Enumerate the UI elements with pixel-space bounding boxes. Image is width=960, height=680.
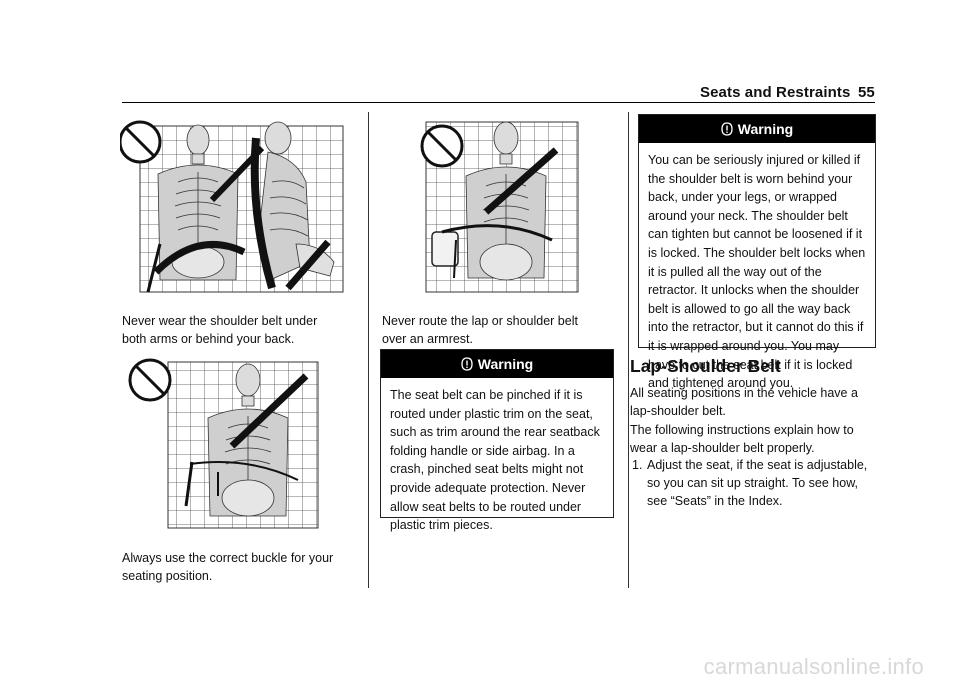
header-rule	[122, 102, 875, 103]
warning-header: Warning	[639, 115, 875, 143]
figure-front-torso	[207, 363, 289, 517]
watermark: carmanualsonline.info	[703, 654, 924, 679]
paragraph-seating-positions: All seating positions in the vehicle hav…	[630, 386, 858, 418]
warning-title: Warning	[737, 121, 794, 137]
list-item-number: 1.	[632, 458, 643, 472]
warning-body: The seat belt can be pinched if it is ro…	[390, 388, 600, 533]
warning-icon	[461, 357, 473, 371]
warning-icon	[721, 122, 733, 136]
prohibited-icon	[120, 120, 162, 164]
prohibited-icon	[420, 124, 464, 168]
illustration-belt-over-armrest	[420, 121, 579, 293]
prohibited-icon	[128, 358, 172, 402]
list-item: 1. Adjust the seat, if the seat is adjus…	[632, 456, 877, 510]
warning-box-pinched-belts: Warning The seat belt can be pinched if …	[380, 349, 614, 532]
list-item-text: Adjust the seat, if the seat is adjustab…	[647, 458, 868, 508]
caption-armrest: Never route the lap or shoulder belt ove…	[382, 314, 578, 346]
warning-title: Warning	[477, 356, 534, 372]
illustration-correct-buckle	[128, 358, 319, 529]
caption-under-arms: Never wear the shoulder belt under both …	[122, 314, 318, 346]
caption-correct-buckle: Always use the correct buckle for your s…	[122, 551, 334, 583]
section-title: Seats and Restraints	[700, 84, 851, 101]
column-divider-right	[628, 112, 629, 588]
column-divider-left	[368, 112, 369, 588]
paragraph-instructions: The following instructions explain how t…	[630, 423, 854, 455]
warning-box-shoulder-belt: Warning You can be seriously injured or …	[638, 114, 876, 390]
section-heading: Lap-Shoulder Belt	[630, 356, 781, 376]
figure-front-torso	[465, 121, 547, 281]
warning-header: Warning	[381, 350, 613, 378]
illustration-belt-under-arms-behind-back	[120, 120, 344, 293]
page-number: 55	[858, 84, 875, 101]
warning-body: You can be seriously injured or killed i…	[648, 153, 866, 391]
